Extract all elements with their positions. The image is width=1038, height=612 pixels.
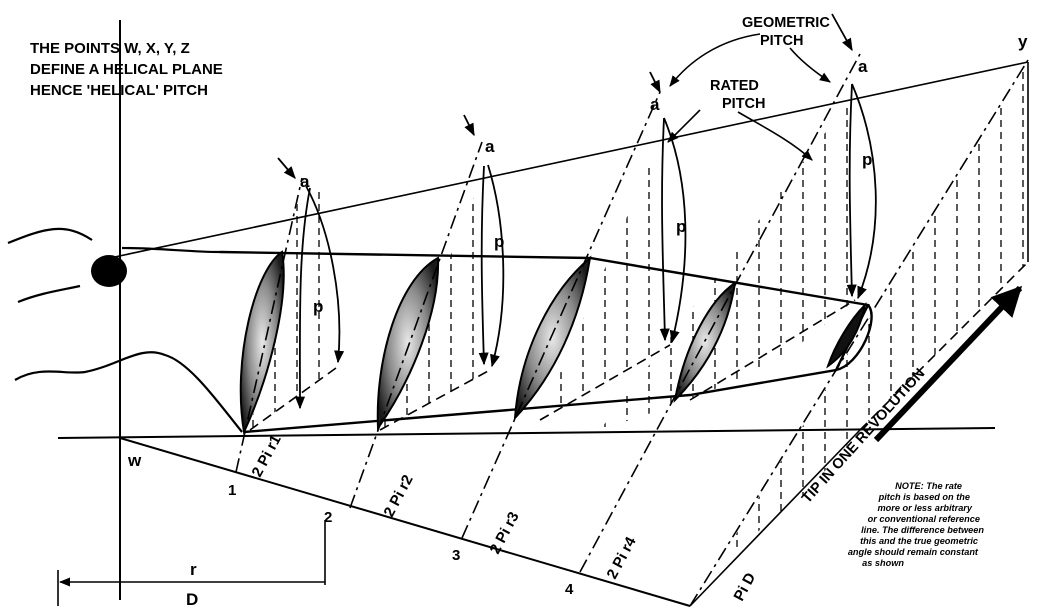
rated-line-4 bbox=[689, 299, 856, 401]
geometric-label-2: PITCH bbox=[760, 33, 804, 49]
rated-line-3 bbox=[539, 344, 671, 421]
point-a-3: a bbox=[650, 95, 660, 114]
intro-line-3: HENCE 'HELICAL' PITCH bbox=[30, 82, 208, 99]
pitch-p-2: p bbox=[494, 232, 504, 251]
pitch-arrow-1 bbox=[305, 185, 345, 364]
note-line-5: line. The difference between bbox=[861, 525, 984, 535]
geometric-leader-2 bbox=[789, 47, 831, 83]
pitch-p-3: p bbox=[676, 217, 686, 236]
pitch-arrows bbox=[277, 71, 877, 410]
wake-curve-mid bbox=[17, 284, 81, 304]
geometric-leader-1 bbox=[669, 33, 761, 87]
helix-line-3 bbox=[461, 91, 661, 539]
dim-r: r bbox=[190, 560, 197, 579]
circumference-3: 2 Pi r3 bbox=[487, 509, 523, 557]
plane-3 bbox=[540, 140, 670, 420]
note-line-6: this and the true geometric bbox=[860, 536, 978, 546]
note-line-7: angle should remain constant bbox=[848, 547, 979, 557]
airfoil-1 bbox=[239, 250, 285, 436]
pointer-arrow-3 bbox=[649, 71, 661, 94]
circumference-4: 2 Pi r4 bbox=[604, 534, 640, 582]
intro-line-2: DEFINE A HELICAL PLANE bbox=[30, 61, 223, 78]
helix-upper-line bbox=[109, 61, 1029, 259]
helix-line-1 bbox=[235, 177, 303, 473]
rated-leader-2 bbox=[737, 111, 813, 161]
pitch-leaders bbox=[667, 13, 853, 161]
circumference-2: 2 Pi r2 bbox=[381, 472, 417, 520]
note-line-3: more or less arbitrary bbox=[878, 503, 973, 513]
helix-line-4 bbox=[579, 53, 861, 573]
hub-area bbox=[7, 227, 243, 433]
plane-5 bbox=[720, 62, 1028, 560]
point-a-4: a bbox=[858, 57, 868, 76]
pitch-arrow-4b bbox=[846, 83, 857, 298]
station-1: 1 bbox=[228, 482, 236, 499]
helix-line-2 bbox=[349, 141, 483, 509]
point-y: y bbox=[1018, 32, 1028, 51]
pointer-arrow-1 bbox=[277, 157, 296, 179]
intro-line-1: THE POINTS W, X, Y, Z bbox=[30, 40, 190, 57]
circumference-tip: Pi D bbox=[731, 570, 760, 604]
tip-base-line bbox=[689, 429, 861, 607]
dimensions bbox=[57, 520, 326, 606]
point-w: w bbox=[127, 451, 142, 470]
rated-label-1: RATED bbox=[710, 78, 759, 94]
note-line-8: as shown bbox=[862, 558, 904, 568]
hub-dot bbox=[91, 255, 127, 287]
airfoil-sections bbox=[239, 250, 867, 436]
wake-curve-low bbox=[14, 351, 243, 433]
dim-D: D bbox=[186, 590, 198, 609]
geometric-pointer bbox=[831, 13, 853, 52]
wake-curve-top bbox=[7, 227, 93, 245]
hub-upper-line bbox=[121, 246, 221, 254]
pitch-p-1: p bbox=[313, 297, 323, 316]
pitch-arrow-1b bbox=[294, 187, 311, 410]
rated-label-2: PITCH bbox=[722, 96, 766, 112]
pitch-arrow-4 bbox=[851, 83, 877, 300]
pitch-planes bbox=[250, 62, 1028, 560]
plane-1 bbox=[250, 188, 336, 430]
airfoil-tip bbox=[826, 301, 867, 369]
rated-line-2 bbox=[379, 369, 491, 431]
intro-text: THE POINTS W, X, Y, Z DEFINE A HELICAL P… bbox=[30, 40, 223, 99]
station-4: 4 bbox=[565, 581, 574, 598]
station-2: 2 bbox=[324, 509, 332, 526]
point-a-1: a bbox=[300, 172, 310, 191]
note-line-1: NOTE: The rate bbox=[895, 481, 962, 491]
pitch-arrow-3b bbox=[659, 117, 670, 342]
tip-revolution-arrow bbox=[873, 285, 1023, 443]
pitch-p-4: p bbox=[862, 150, 872, 169]
pitch-arrow-2b bbox=[478, 165, 489, 366]
note-block: NOTE: The rate pitch is based on the mor… bbox=[848, 481, 985, 568]
pitch-arrow-2 bbox=[487, 164, 505, 368]
circumference-1: 2 Pi r1 bbox=[249, 432, 285, 480]
geometric-label-1: GEOMETRIC bbox=[742, 15, 830, 31]
pointer-arrow-2 bbox=[463, 114, 475, 137]
note-line-4: or conventional reference bbox=[868, 514, 980, 524]
base-diagonal bbox=[119, 437, 691, 607]
note-line-2: pitch is based on the bbox=[878, 492, 970, 502]
point-a-2: a bbox=[485, 137, 495, 156]
station-3: 3 bbox=[452, 547, 460, 564]
rated-leader-1 bbox=[667, 109, 701, 143]
airfoil-2 bbox=[376, 256, 440, 431]
rated-line-1 bbox=[249, 367, 337, 431]
